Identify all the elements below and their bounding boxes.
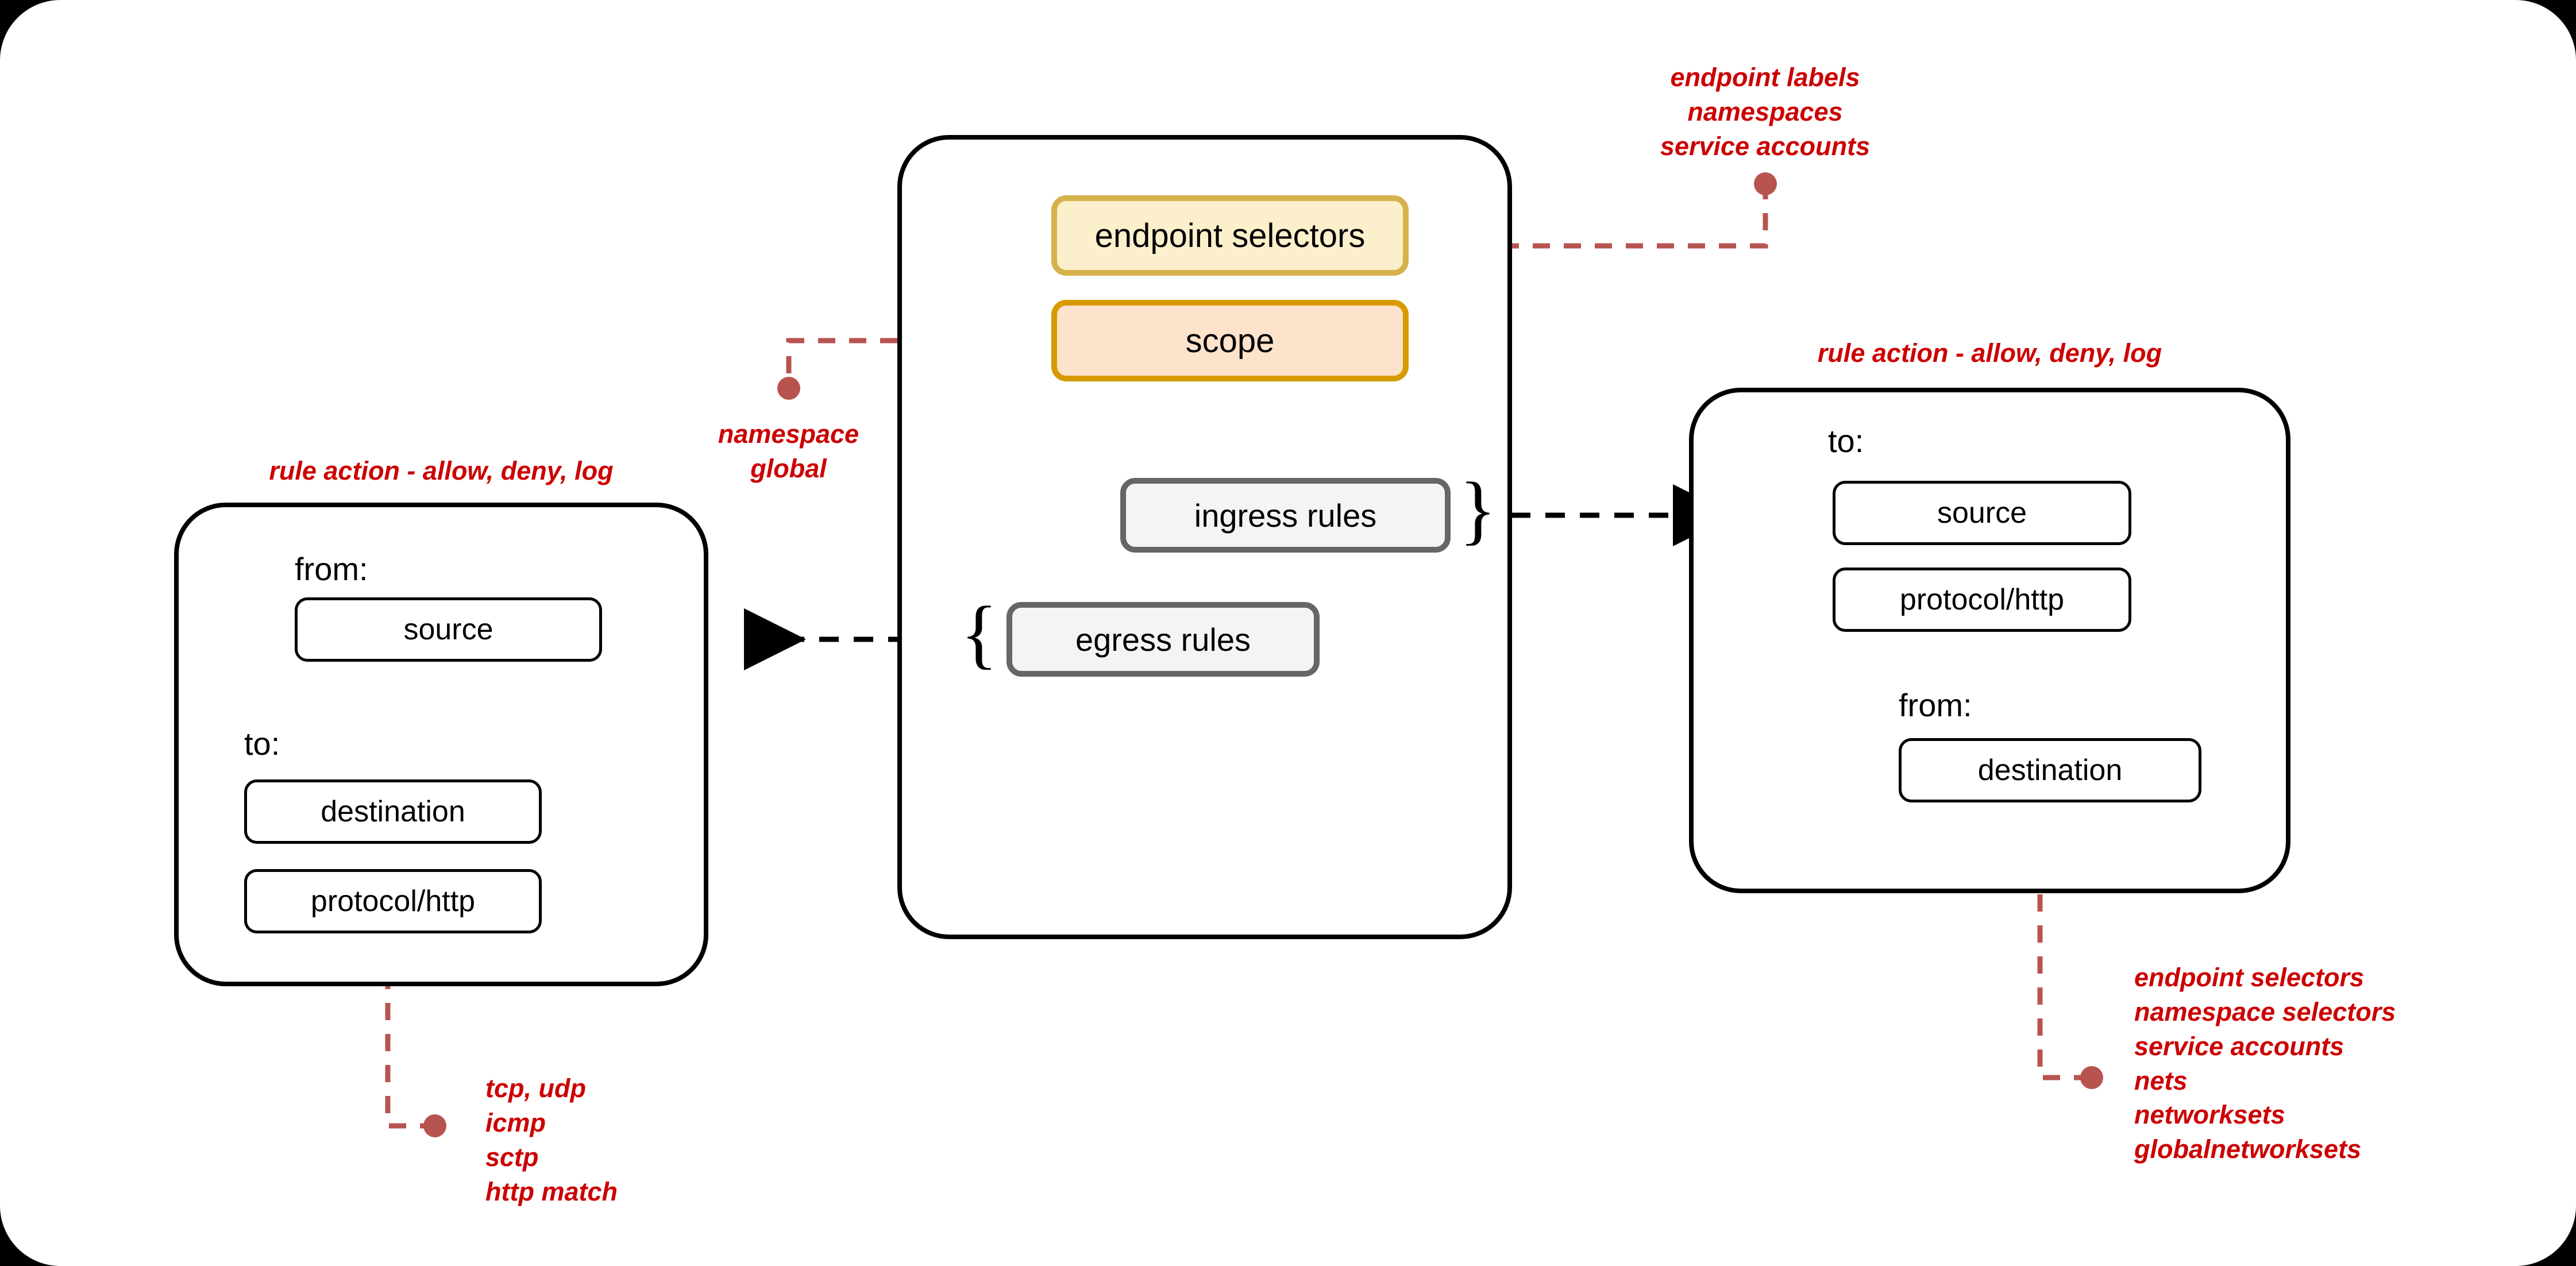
egress-from-source[interactable]: source — [295, 597, 602, 662]
endpoint-selectors-chip[interactable]: endpoint selectors — [1051, 195, 1409, 276]
scope-connector-dot — [777, 377, 800, 400]
destination-connector-dot — [2080, 1066, 2103, 1089]
egress-brace: { — [961, 591, 998, 677]
egress-from-label: from: — [295, 551, 368, 587]
egress-rule-box — [174, 503, 708, 986]
protocol-connector-dot — [423, 1114, 446, 1137]
ingress-from-destination[interactable]: destination — [1899, 738, 2201, 802]
protocol-annotation: tcp, udp icmp sctp http match — [485, 1074, 618, 1206]
ingress-to-source[interactable]: source — [1833, 481, 2131, 545]
egress-rule-action-note: rule action - allow, deny, log — [269, 456, 614, 485]
ingress-brace: } — [1459, 467, 1497, 553]
scope-chip[interactable]: scope — [1051, 300, 1409, 381]
scope-annotation: namespace global — [718, 419, 859, 483]
egress-to-destination[interactable]: destination — [244, 779, 542, 844]
ingress-to-label: to: — [1828, 423, 1864, 459]
ingress-rule-box — [1689, 388, 2290, 893]
ingress-from-label: from: — [1899, 687, 1972, 723]
ingress-rules-chip[interactable]: ingress rules — [1120, 478, 1451, 553]
egress-to-protocol[interactable]: protocol/http — [244, 869, 542, 933]
egress-rules-chip[interactable]: egress rules — [1007, 602, 1320, 677]
destination-annotation: endpoint selectors namespace selectors s… — [2134, 963, 2396, 1164]
egress-to-label: to: — [244, 725, 280, 762]
ingress-to-protocol[interactable]: protocol/http — [1833, 568, 2131, 632]
endpoint-selectors-connector-dot — [1754, 172, 1777, 195]
endpoint-selectors-annotation: endpoint labels namespaces service accou… — [1660, 63, 1871, 161]
ingress-rule-action-note: rule action - allow, deny, log — [1817, 338, 2162, 368]
